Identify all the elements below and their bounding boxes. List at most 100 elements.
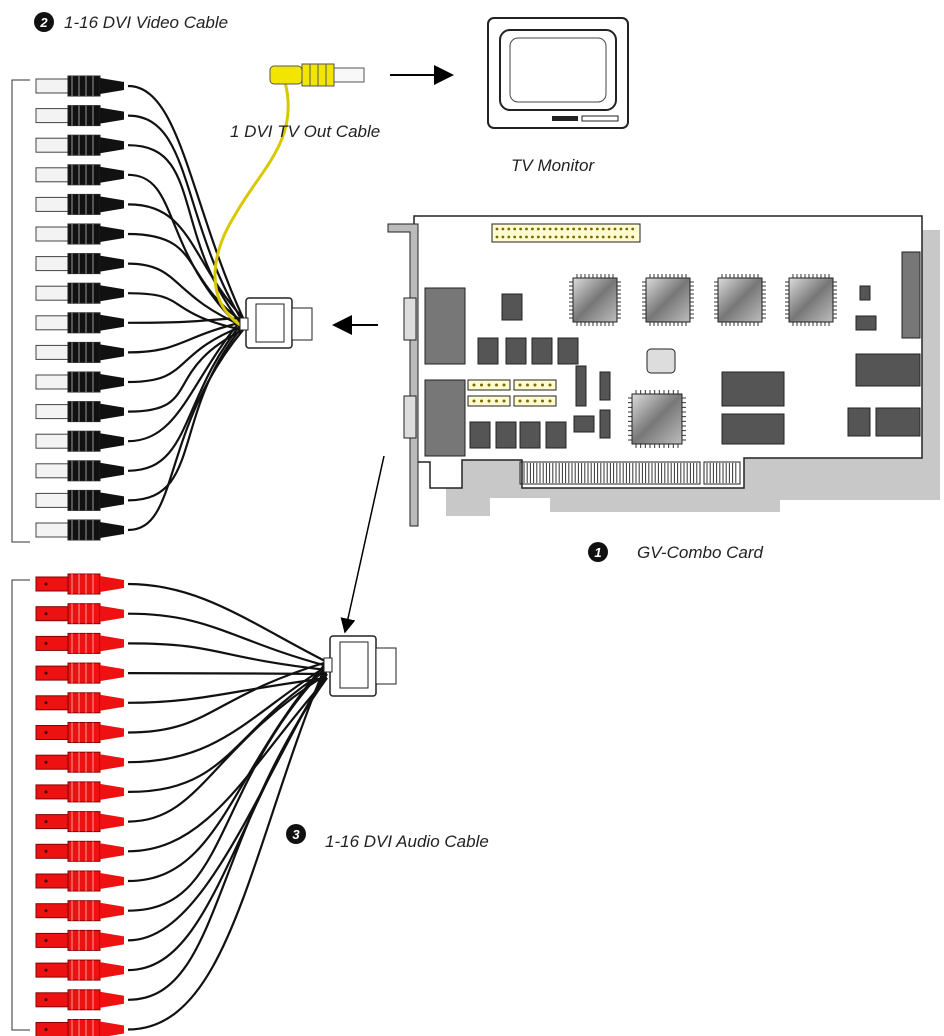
arrow-card-to-audio-connector bbox=[340, 455, 385, 634]
video-cable-wires bbox=[127, 84, 245, 532]
video-wire bbox=[127, 321, 244, 472]
video-wire bbox=[127, 292, 244, 332]
audio-rca-connector bbox=[35, 692, 124, 714]
audio-rca-connector bbox=[35, 989, 124, 1011]
audio-wire bbox=[127, 669, 328, 942]
tv-out-connector bbox=[269, 63, 365, 87]
video-connectors bbox=[35, 75, 124, 541]
tv-out-wire bbox=[213, 81, 290, 327]
audio-rca-connector bbox=[35, 900, 124, 922]
video-bnc-connector bbox=[35, 75, 124, 97]
audio-rca-connector bbox=[35, 603, 124, 625]
video-wire bbox=[127, 317, 244, 443]
video-bnc-connector bbox=[35, 193, 124, 215]
video-wire bbox=[127, 324, 244, 384]
video-bnc-connector bbox=[35, 489, 124, 511]
video-bnc-connector bbox=[35, 401, 124, 423]
jumper-block bbox=[467, 379, 511, 391]
video-bnc-connector bbox=[35, 105, 124, 127]
tv-out-cable-label: 1 DVI TV Out Cable bbox=[230, 122, 380, 141]
video-bnc-connector bbox=[35, 312, 124, 334]
audio-rca-connector bbox=[35, 1019, 124, 1036]
card-component bbox=[501, 293, 523, 321]
card-bracket bbox=[387, 223, 419, 527]
combo-card-badge-number: 1 bbox=[594, 545, 601, 560]
processor-chip bbox=[785, 274, 837, 326]
card-component bbox=[847, 407, 871, 437]
jumper-block bbox=[513, 395, 557, 407]
video-wire bbox=[127, 144, 244, 327]
jumper-block bbox=[467, 395, 511, 407]
audio-rca-connector bbox=[35, 840, 124, 862]
card-crystal bbox=[646, 348, 676, 374]
video-bnc-connector bbox=[35, 519, 124, 541]
combo-card-badge bbox=[588, 542, 608, 562]
video-wire bbox=[127, 320, 244, 354]
processor-chip bbox=[569, 274, 621, 326]
combo-card-label: GV-Combo Card bbox=[637, 543, 764, 562]
tv-monitor-label: TV Monitor bbox=[511, 156, 595, 175]
card-component bbox=[469, 421, 491, 449]
video-wire bbox=[127, 316, 244, 324]
video-wire bbox=[127, 114, 244, 323]
card-component bbox=[855, 353, 921, 387]
card-component bbox=[721, 413, 785, 445]
audio-wire bbox=[127, 676, 328, 704]
tv-monitor-icon bbox=[487, 17, 629, 129]
audio-wire bbox=[127, 665, 328, 912]
processor-chip bbox=[642, 274, 694, 326]
audio-cable-wires bbox=[127, 582, 329, 1031]
audio-wire bbox=[127, 677, 328, 1001]
audio-connectors bbox=[35, 573, 124, 1036]
audio-port bbox=[424, 379, 466, 457]
audio-rca-connector bbox=[35, 870, 124, 892]
audio-wire bbox=[127, 660, 328, 734]
video-cable-badge bbox=[34, 12, 54, 32]
jumper-block bbox=[513, 379, 557, 391]
audio-wire bbox=[127, 673, 328, 823]
video-wire bbox=[127, 262, 244, 328]
processor-chip bbox=[628, 390, 686, 448]
audio-rca-connector bbox=[35, 632, 124, 654]
audio-rca-connector bbox=[35, 781, 124, 803]
audio-rca-connector bbox=[35, 929, 124, 951]
card-component bbox=[573, 415, 595, 433]
audio-cable-badge-number: 3 bbox=[292, 827, 300, 842]
card-component bbox=[557, 337, 579, 365]
video-bnc-connector bbox=[35, 371, 124, 393]
video-bnc-connector bbox=[35, 134, 124, 156]
side-connector bbox=[901, 251, 921, 339]
processor-chip bbox=[714, 274, 766, 326]
card-component bbox=[875, 407, 921, 437]
video-wire bbox=[127, 84, 245, 319]
audio-wire bbox=[127, 669, 328, 793]
audio-bracket bbox=[11, 579, 30, 1031]
card-component bbox=[519, 421, 541, 449]
video-bnc-connector bbox=[35, 223, 124, 245]
video-cable-badge-number: 2 bbox=[39, 15, 48, 30]
video-port bbox=[424, 287, 466, 365]
card-component bbox=[575, 365, 587, 407]
audio-wire bbox=[127, 582, 328, 663]
audio-wire bbox=[127, 642, 328, 672]
video-bnc-connector bbox=[35, 430, 124, 452]
audio-wire bbox=[127, 677, 328, 853]
audio-rca-connector bbox=[35, 573, 124, 595]
video-bnc-connector bbox=[35, 253, 124, 275]
audio-rca-connector bbox=[35, 959, 124, 981]
video-wire bbox=[127, 203, 244, 319]
gv-combo-card bbox=[387, 215, 940, 527]
card-component bbox=[599, 409, 611, 439]
card-component bbox=[505, 337, 527, 365]
card-component bbox=[495, 421, 517, 449]
video-bnc-connector bbox=[35, 282, 124, 304]
audio-wire bbox=[127, 672, 328, 676]
card-component bbox=[477, 337, 499, 365]
video-dvi-connector bbox=[239, 297, 313, 349]
video-wire bbox=[127, 329, 244, 413]
pin-header bbox=[491, 223, 641, 243]
video-wire bbox=[127, 329, 244, 532]
video-bnc-connector bbox=[35, 164, 124, 186]
video-wire bbox=[127, 325, 244, 502]
card-component bbox=[855, 315, 877, 331]
